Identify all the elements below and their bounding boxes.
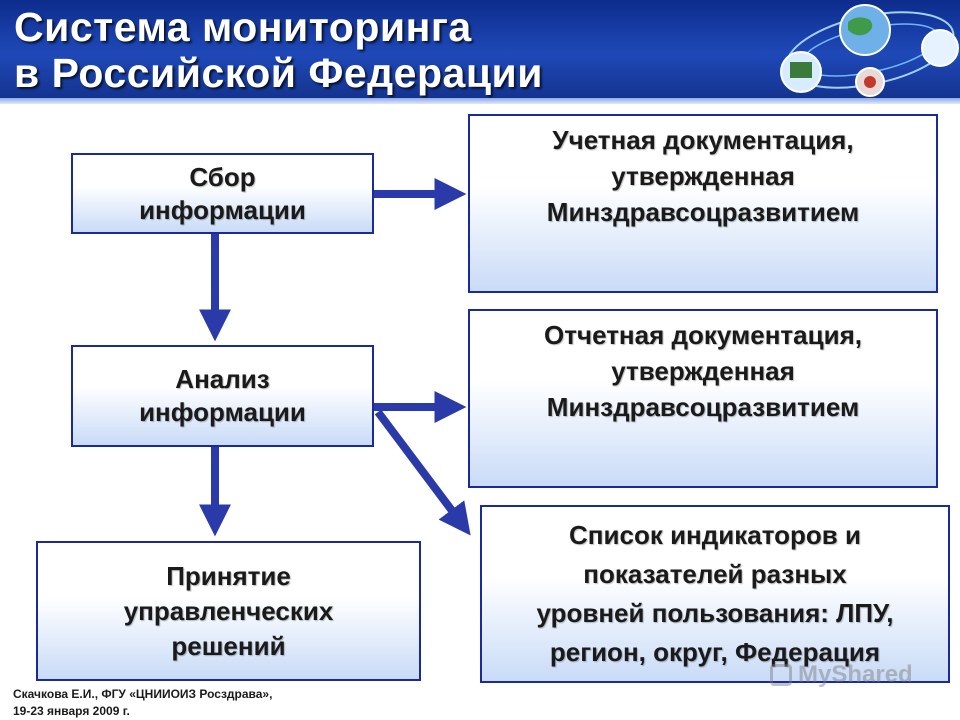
title-line-2: в Российской Федерации — [14, 50, 543, 96]
box-label: Отчетная документация, — [544, 320, 862, 350]
watermark-icon — [770, 664, 792, 686]
watermark: MyShared — [770, 661, 913, 689]
watermark-text: MyShared — [798, 661, 913, 688]
box-label: информации — [139, 194, 306, 225]
box-reporting-documentation: Отчетная документация, утвержденная Минз… — [468, 309, 938, 488]
box-label: информации — [139, 397, 306, 427]
box-label: Минздравсоцразвитием — [546, 197, 860, 227]
box-management-decisions: Принятие управленческих решений — [36, 541, 421, 681]
arrow-analysis-to-indicators — [374, 409, 471, 536]
box-label: утвержденная — [611, 161, 795, 191]
box-indicator-list: Список индикаторов и показателей разных … — [480, 505, 950, 683]
box-label: управленческих — [123, 595, 334, 626]
box-label: Учетная документация, — [552, 125, 854, 155]
box-label: Минздравсоцразвитием — [546, 392, 860, 422]
box-label: показателей разных — [583, 559, 847, 589]
footer-credit: Скачкова Е.И., ФГУ «ЦНИИОИЗ Росздрава», … — [13, 686, 272, 720]
footer-line-2: 19-23 января 2009 г. — [13, 704, 130, 718]
box-label: Анализ — [175, 364, 270, 394]
title-line-1: Система мониторинга — [14, 4, 472, 50]
header-banner: Система мониторинга в Российской Федерац… — [0, 0, 960, 98]
box-label: Сбор — [189, 161, 256, 192]
box-label: регион, округ, Федерация — [549, 637, 881, 667]
slide-title: Система мониторинга в Российской Федерац… — [14, 4, 543, 96]
box-label: уровней пользования: ЛПУ, — [536, 598, 894, 628]
box-accounting-documentation: Учетная документация, утвержденная Минзд… — [468, 114, 938, 293]
box-label: утвержденная — [611, 356, 795, 386]
box-analyze-info: Анализ информации — [71, 345, 374, 447]
header-stripe — [0, 98, 960, 104]
box-label: Список индикаторов и — [569, 520, 861, 550]
box-label: решений — [171, 630, 286, 661]
box-collect-info: Сбор информации — [71, 153, 374, 234]
box-label: Принятие — [166, 560, 291, 591]
globe-orbit-icon — [780, 4, 959, 97]
footer-line-1: Скачкова Е.И., ФГУ «ЦНИИОИЗ Росздрава», — [13, 687, 273, 701]
